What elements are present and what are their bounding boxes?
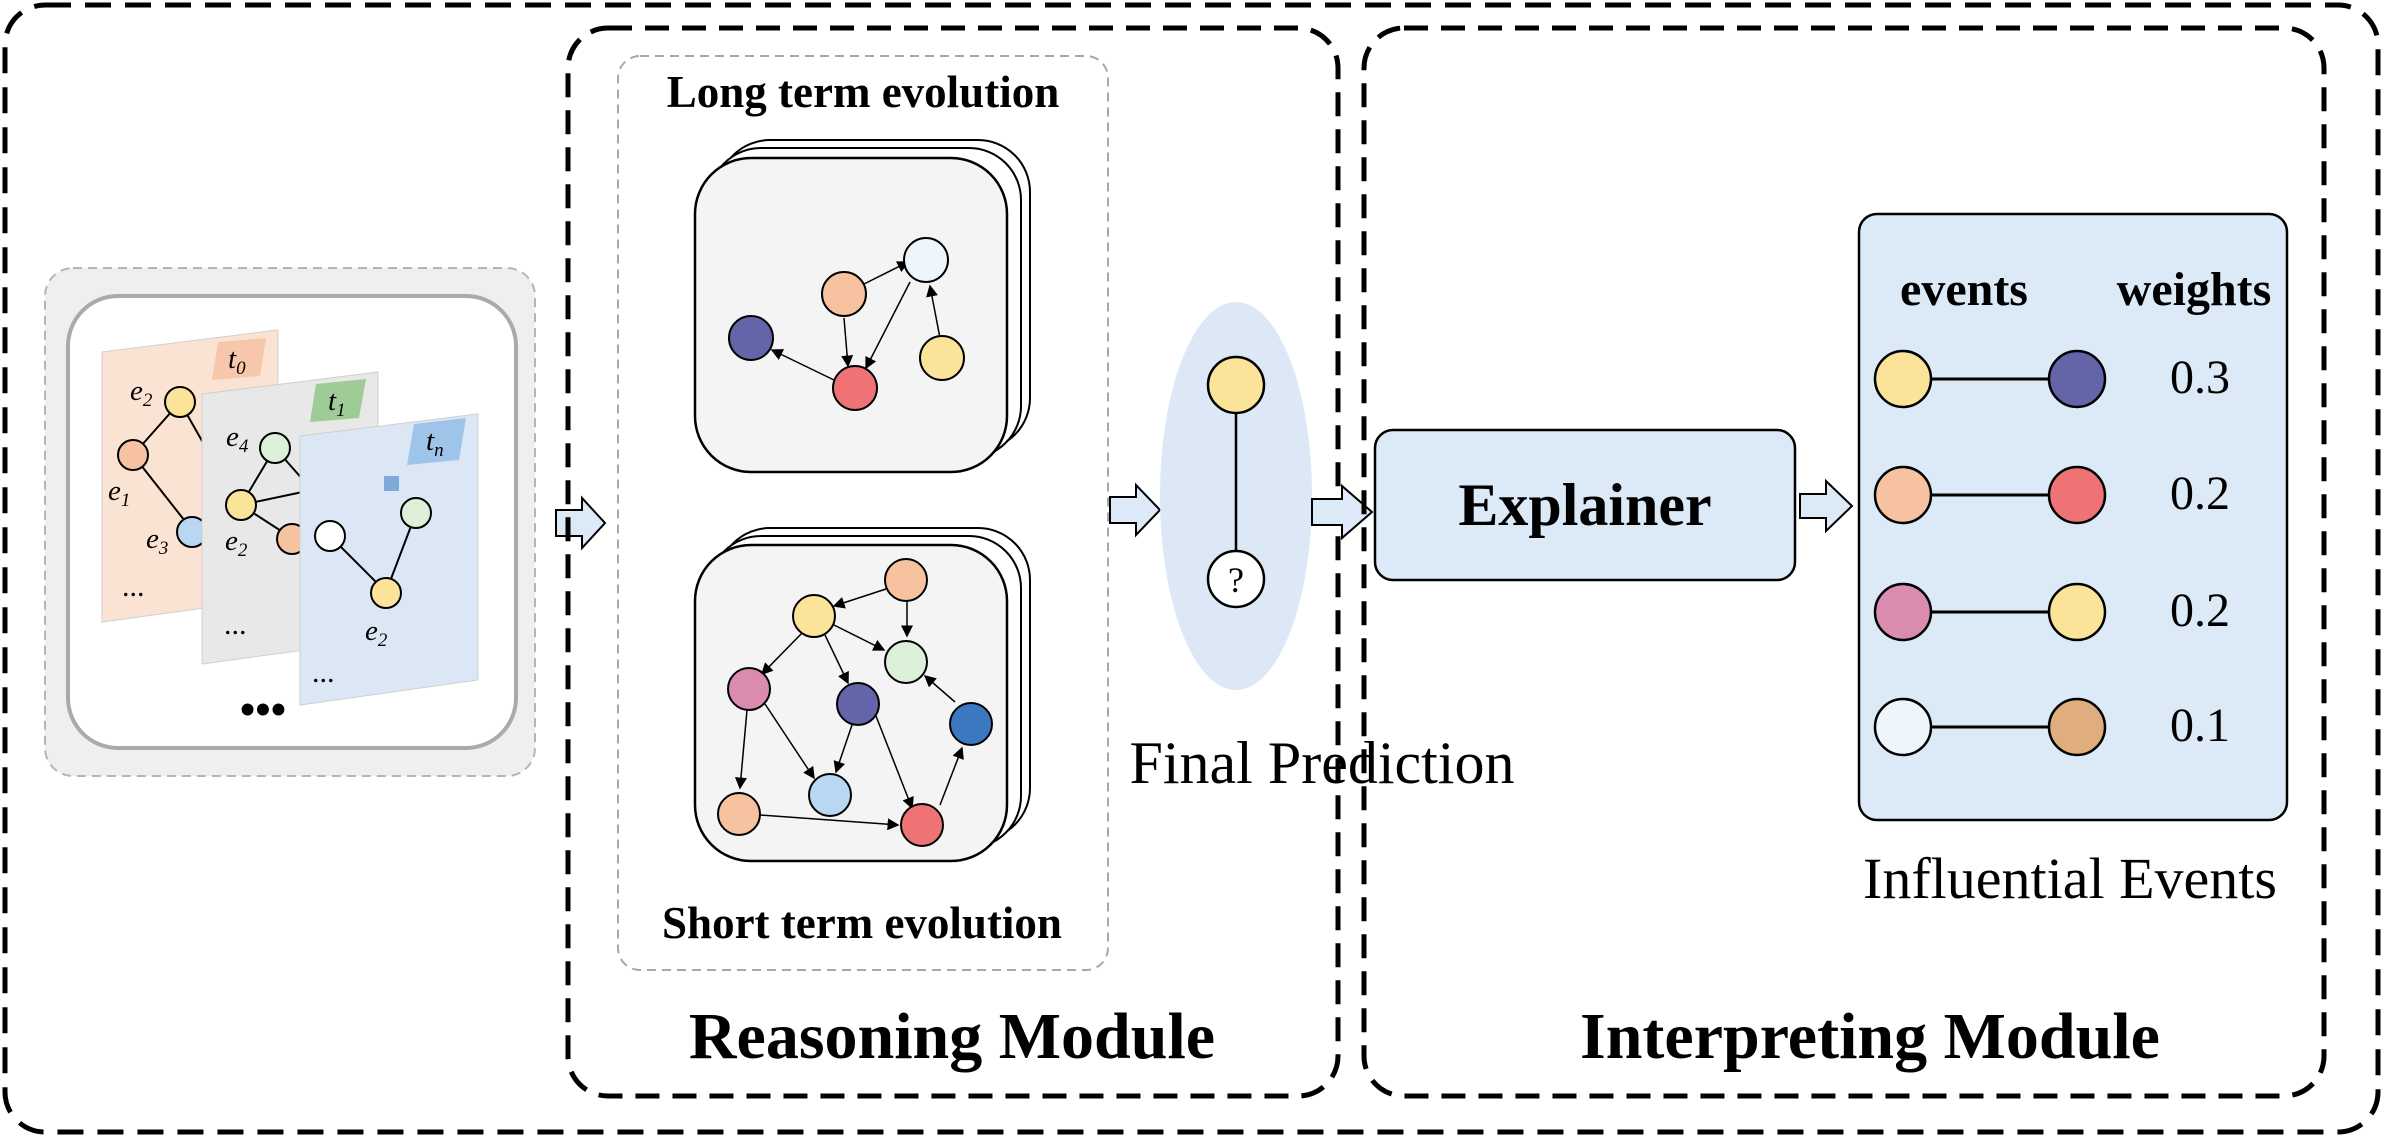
flow-arrow-explainer-to-events xyxy=(1799,478,1854,534)
snapshots-ellipsis: ••• xyxy=(240,685,286,734)
event-subject-node xyxy=(1873,582,1933,642)
explainer-label: Explainer xyxy=(1458,472,1711,538)
graph-node xyxy=(728,315,774,361)
input-panel: t0 e2 e1 e3 ... t1 e4 e2 ... xyxy=(44,267,536,777)
graph-node xyxy=(370,577,402,609)
node-label: e1 xyxy=(108,475,130,511)
weights-column-header: weights xyxy=(2117,263,2272,316)
graph-node xyxy=(717,792,761,836)
event-subject-node xyxy=(1873,697,1933,757)
graph-node xyxy=(117,439,149,471)
long-term-evolution-label: Long term evolution xyxy=(667,67,1059,117)
node-label: e4 xyxy=(226,421,249,457)
graph-node xyxy=(919,335,965,381)
snapshot-tn-label: tn xyxy=(426,425,444,461)
evolution-panel xyxy=(617,55,1109,971)
long-term-graph-card xyxy=(693,139,1031,474)
graph-node xyxy=(832,365,878,411)
event-row: 0.1 xyxy=(1873,697,2230,757)
graph-node xyxy=(164,386,196,418)
graph-node xyxy=(808,773,852,817)
node-label: e2 xyxy=(130,375,153,411)
final-prediction: ? Final Prediction xyxy=(1130,302,1515,796)
prediction-unknown-node xyxy=(1206,549,1266,609)
explainer-box xyxy=(1373,428,1797,582)
event-row: 0.2 xyxy=(1873,465,2230,525)
snapshot-t1-label: t1 xyxy=(328,385,346,421)
graph-node xyxy=(884,640,928,684)
events-column-header: events xyxy=(1900,263,2028,316)
event-subject-node xyxy=(1873,465,1933,525)
graph-node xyxy=(314,520,346,552)
event-object-node xyxy=(2047,697,2107,757)
graph-node xyxy=(884,558,928,602)
reasoning-module: Long term evolution xyxy=(565,25,1341,1099)
prediction-subject-node xyxy=(1206,355,1266,415)
node-label: e2 xyxy=(365,615,388,651)
snapshot-tn-ellipsis: ... xyxy=(312,656,335,689)
snapshot-tn-tag xyxy=(407,418,466,465)
short-term-graph-card xyxy=(693,527,1031,863)
graph-node xyxy=(259,432,291,464)
reasoning-module-title: Reasoning Module xyxy=(689,1000,1215,1073)
event-row: 0.3 xyxy=(1873,349,2230,409)
event-weight: 0.2 xyxy=(2170,584,2230,637)
flow-arrow-prediction-to-explainer xyxy=(1311,483,1374,541)
event-weight: 0.3 xyxy=(2170,351,2230,404)
final-prediction-caption: Final Prediction xyxy=(1130,730,1515,796)
event-weight: 0.2 xyxy=(2170,467,2230,520)
flow-arrow-reasoning-to-prediction xyxy=(1109,482,1162,538)
influential-events-caption: Influential Events xyxy=(1863,846,2277,911)
interpreting-module: Explainer events weights 0.3 0.2 0.2 xyxy=(1361,25,2327,1099)
prediction-unknown-symbol: ? xyxy=(1228,560,1244,600)
graph-node xyxy=(903,237,949,283)
snapshot-tn: tn e2 ... xyxy=(299,413,479,706)
event-object-node xyxy=(2047,582,2107,642)
event-object-node xyxy=(2047,349,2107,409)
snapshot-t0-tag xyxy=(212,338,266,380)
graph-node xyxy=(225,489,257,521)
graph-node xyxy=(792,594,836,638)
snapshot-t1-tag xyxy=(310,379,366,422)
snapshot-tn-marker xyxy=(384,476,399,491)
snapshot-t1-ellipsis: ... xyxy=(224,608,247,641)
graph-node xyxy=(400,497,432,529)
graph-node xyxy=(900,803,944,847)
event-row: 0.2 xyxy=(1873,582,2230,642)
event-subject-node xyxy=(1873,349,1933,409)
snapshot-t0-label: t0 xyxy=(228,343,246,379)
event-weight: 0.1 xyxy=(2170,699,2230,752)
interpreting-module-title: Interpreting Module xyxy=(1580,1000,2160,1073)
graph-node xyxy=(836,682,880,726)
node-label: e2 xyxy=(225,525,248,561)
graph-node xyxy=(949,702,993,746)
event-object-node xyxy=(2047,465,2107,525)
graph-node xyxy=(821,271,867,317)
graph-node xyxy=(727,667,771,711)
snapshot-t0-ellipsis: ... xyxy=(122,570,145,603)
flow-arrow-input-to-reasoning xyxy=(555,495,607,551)
short-term-evolution-label: Short term evolution xyxy=(662,898,1062,948)
snapshot-tn-sheet xyxy=(299,413,479,706)
reasoning-module-frame xyxy=(565,25,1341,1099)
node-label: e3 xyxy=(146,523,168,559)
